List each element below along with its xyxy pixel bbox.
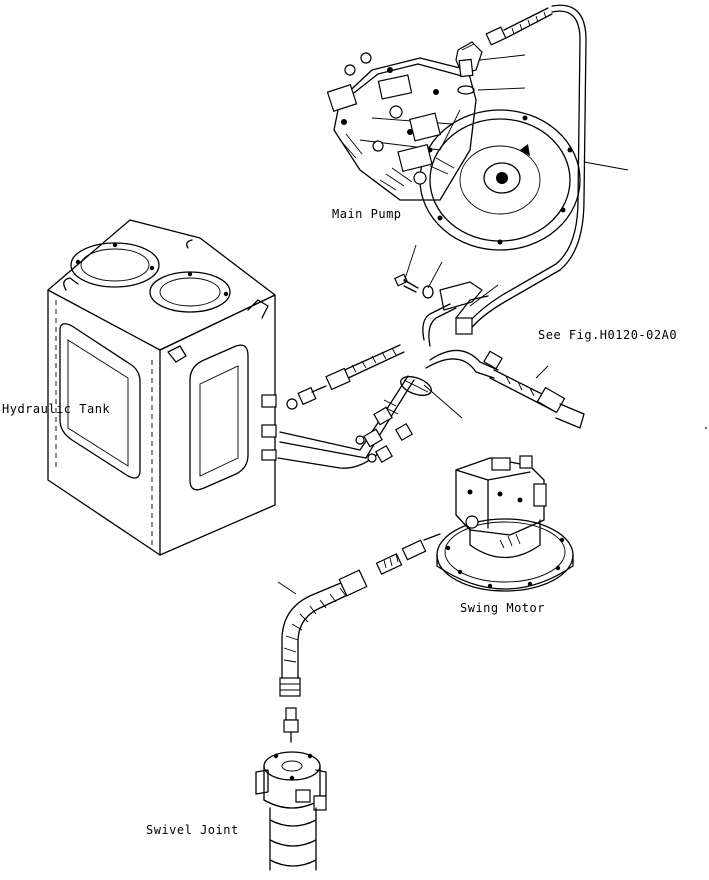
- label-swivel-joint: Swivel Joint: [146, 823, 239, 837]
- hydraulic-tank: [47, 219, 277, 556]
- leader-lines: [277, 54, 629, 595]
- left-hose: [325, 344, 405, 391]
- main-pump: [326, 52, 581, 251]
- label-swing-motor: Swing Motor: [460, 601, 545, 615]
- clamp: [439, 281, 489, 335]
- drain-hose: [465, 4, 587, 331]
- connector-fittings: [286, 385, 414, 464]
- right-hose: [483, 350, 585, 429]
- label-main-pump: Main Pump: [332, 207, 402, 221]
- adapter-fitting: [283, 707, 299, 743]
- swing-motor: [436, 455, 574, 592]
- bolt: [393, 273, 419, 293]
- o-ring: [457, 85, 475, 95]
- swing-motor-connector: [375, 533, 441, 575]
- label-hydraulic-tank: Hydraulic Tank: [2, 402, 110, 416]
- elbow-fitting: [455, 41, 483, 78]
- swivel-joint: [255, 751, 327, 871]
- washer: [422, 285, 434, 299]
- label-see-fig: See Fig.H0120-02A0: [538, 328, 677, 342]
- pipe-clamp: [400, 376, 432, 396]
- lower-hose: [279, 569, 368, 697]
- top-hose-fitting: [485, 7, 553, 46]
